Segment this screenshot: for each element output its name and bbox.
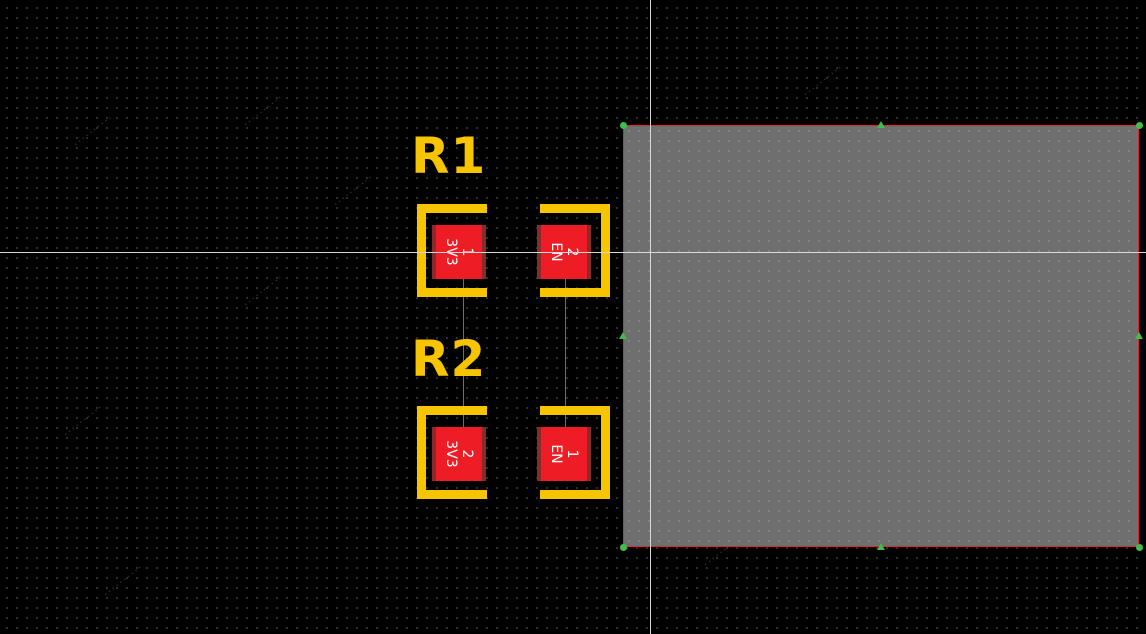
region-vertex-handle[interactable] [1136, 544, 1143, 551]
pad-label: 2 3V3 [443, 440, 475, 468]
pad-r2-2[interactable]: 2 3V3 [432, 427, 486, 481]
pad-label: 1 EN [548, 444, 580, 464]
designator-r1[interactable]: R1 [411, 127, 487, 185]
watermark: ·········· [60, 400, 107, 442]
region-edge-handle-left[interactable] [619, 332, 627, 339]
silkscreen-bracket [417, 406, 487, 499]
selected-region[interactable] [623, 125, 1139, 547]
pad-r2-1[interactable]: 1 EN [537, 427, 591, 481]
watermark: ·········· [240, 270, 287, 312]
region-edge-handle-top[interactable] [877, 121, 885, 128]
watermark: ·········· [100, 560, 147, 602]
silkscreen-bracket [540, 204, 610, 297]
region-vertex-handle[interactable] [620, 122, 627, 129]
region-edge-handle-right[interactable] [1135, 332, 1143, 339]
region-vertex-handle[interactable] [620, 544, 627, 551]
watermark: ·········· [70, 110, 117, 152]
watermark: ·········· [330, 170, 377, 212]
watermark: ·········· [800, 60, 847, 102]
watermark: ·········· [240, 90, 287, 132]
region-edge-handle-bottom[interactable] [877, 543, 885, 550]
ratsnest-line-en [565, 255, 566, 460]
silkscreen-bracket [540, 406, 610, 499]
crosshair-vertical [650, 0, 651, 634]
crosshair-horizontal [0, 252, 1146, 253]
designator-r2[interactable]: R2 [411, 330, 487, 388]
silkscreen-bracket [417, 204, 487, 297]
region-vertex-handle[interactable] [1136, 122, 1143, 129]
ratsnest-line-3v3 [463, 255, 464, 460]
